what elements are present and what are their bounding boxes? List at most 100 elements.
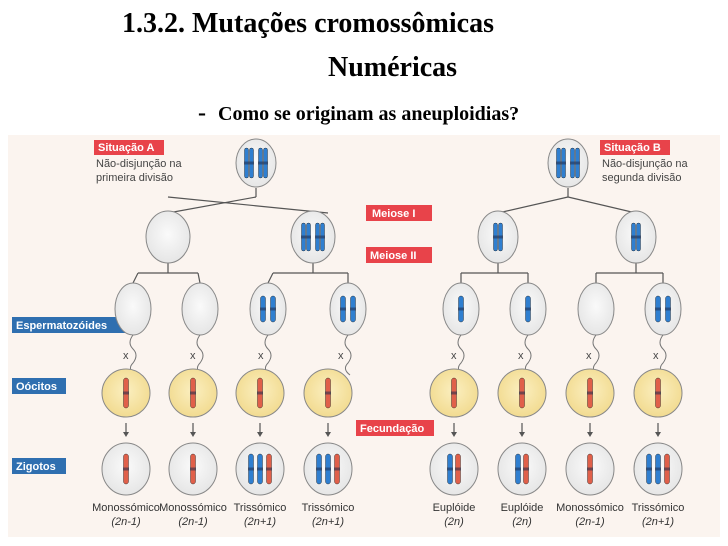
chromatid-blue xyxy=(655,453,661,485)
cross-marker: x xyxy=(451,350,457,362)
situation-b-title: Situação B xyxy=(604,142,661,154)
cell-b-parent xyxy=(547,138,589,188)
chromatid-red xyxy=(123,453,129,485)
zygote-formula: (2n+1) xyxy=(642,516,674,528)
zygote-formula: (2n-1) xyxy=(178,516,208,528)
cross-marker: x xyxy=(123,350,129,362)
zygote-name: Trissómico xyxy=(302,502,355,514)
oocyte-cell xyxy=(168,368,218,418)
oocyte-cell xyxy=(235,368,285,418)
stage-fecundacao: Fecundação xyxy=(356,420,434,436)
slide-title-line1: 1.3.2. Mutações cromossômicas xyxy=(122,8,494,39)
situation-b-box: Situação B Não-disjunção na segunda divi… xyxy=(600,140,688,184)
arrow-down-head xyxy=(257,432,263,437)
cross-marker: x xyxy=(258,350,264,362)
zygote-name: Euplóide xyxy=(501,502,544,514)
sperm-cell xyxy=(329,282,367,336)
chromosome xyxy=(315,222,325,252)
oocyte-cell xyxy=(303,368,353,418)
row-label-zygotes-text: Zigotos xyxy=(16,461,56,473)
arrow-down-head xyxy=(519,432,525,437)
line-a-right xyxy=(167,196,329,214)
zygote-formula: (2n) xyxy=(444,516,464,528)
chromatid-blue xyxy=(515,453,521,485)
cell-a-m1-full xyxy=(290,210,336,264)
chromatid-red xyxy=(257,377,263,409)
sperm-cell xyxy=(577,282,615,336)
chromatid-red xyxy=(266,453,272,485)
subtitle-text: Como se originam as aneuploidias? xyxy=(218,103,520,125)
chromatid-red xyxy=(334,453,340,485)
cell-a-parent xyxy=(235,138,277,188)
cross-marker: x xyxy=(586,350,592,362)
zygote-name: Euplóide xyxy=(433,502,476,514)
stage-meiose2: Meiose II xyxy=(366,247,432,263)
chromatid-red xyxy=(655,377,661,409)
zygote-cell xyxy=(633,442,683,496)
zygote-cell xyxy=(429,442,479,496)
arrow-down-head xyxy=(123,432,129,437)
row-label-oocytes-text: Oócitos xyxy=(16,381,57,393)
oocyte-cell xyxy=(429,368,479,418)
chromatid-blue xyxy=(646,453,652,485)
chromatid xyxy=(665,295,671,323)
situation-a-line2: primeira divisão xyxy=(96,172,173,184)
line-b-left xyxy=(497,196,569,214)
situation-a-line1: Não-disjunção na xyxy=(96,158,182,170)
chromosome xyxy=(301,222,311,252)
chromatid-red xyxy=(455,453,461,485)
arrow-down-head xyxy=(190,432,196,437)
chromatid-blue xyxy=(447,453,453,485)
sperm-cell xyxy=(509,282,547,336)
cross-marker: x xyxy=(338,350,344,362)
zygote-formula: (2n-1) xyxy=(575,516,605,528)
sperm-cell xyxy=(644,282,682,336)
stage-meiose1: Meiose I xyxy=(366,205,432,221)
slide-subtitle: -Como se originam as aneuploidias? xyxy=(198,100,519,127)
cell-a-m1-empty xyxy=(145,210,191,264)
oocyte-cell xyxy=(565,368,615,418)
chromatid xyxy=(655,295,661,323)
zygote-name: Monossómico xyxy=(92,502,160,514)
cell-b-m1-right xyxy=(615,210,657,264)
chromosome xyxy=(631,222,641,252)
chromosome xyxy=(570,147,580,179)
cross-marker: x xyxy=(190,350,196,362)
row-label-sperm-text: Espermatozóides xyxy=(16,320,107,332)
line-a-left xyxy=(167,196,257,214)
zygote-cell xyxy=(497,442,547,496)
stage-fecundacao-label: Fecundação xyxy=(360,423,424,435)
row-label-sperm: Espermatozóides xyxy=(12,317,126,333)
zygote-name: Trissómico xyxy=(632,502,685,514)
zygote-cell xyxy=(565,442,615,496)
connector-lines xyxy=(123,188,664,437)
line-b-right xyxy=(567,196,637,214)
oocyte-cell xyxy=(633,368,683,418)
chromatid xyxy=(270,295,276,323)
line-a-l1 xyxy=(132,272,139,284)
zygote-formula: (2n+1) xyxy=(244,516,276,528)
chromosome xyxy=(244,147,254,179)
chromatid-blue xyxy=(316,453,322,485)
arrow-down-head xyxy=(587,432,593,437)
chromosome xyxy=(258,147,268,179)
chromatid-red xyxy=(587,377,593,409)
zygote-name: Monossómico xyxy=(556,502,624,514)
chromatid xyxy=(525,295,531,323)
stage-meiose2-label: Meiose II xyxy=(370,250,416,262)
zygote-cell xyxy=(168,442,218,496)
chromatid-blue xyxy=(325,453,331,485)
situation-a-title: Situação A xyxy=(98,142,154,154)
chromatid-red xyxy=(519,377,525,409)
chromatid-red xyxy=(325,377,331,409)
zygote-cell xyxy=(101,442,151,496)
chromatid-red xyxy=(523,453,529,485)
zygote-name: Trissómico xyxy=(234,502,287,514)
situation-b-line1: Não-disjunção na xyxy=(602,158,688,170)
bullet-dash: - xyxy=(198,100,206,126)
chromatid-red xyxy=(664,453,670,485)
stage-meiose1-label: Meiose I xyxy=(372,208,415,220)
sperm-tail xyxy=(264,334,272,376)
chromatid-red xyxy=(190,377,196,409)
chromatid-red xyxy=(451,377,457,409)
